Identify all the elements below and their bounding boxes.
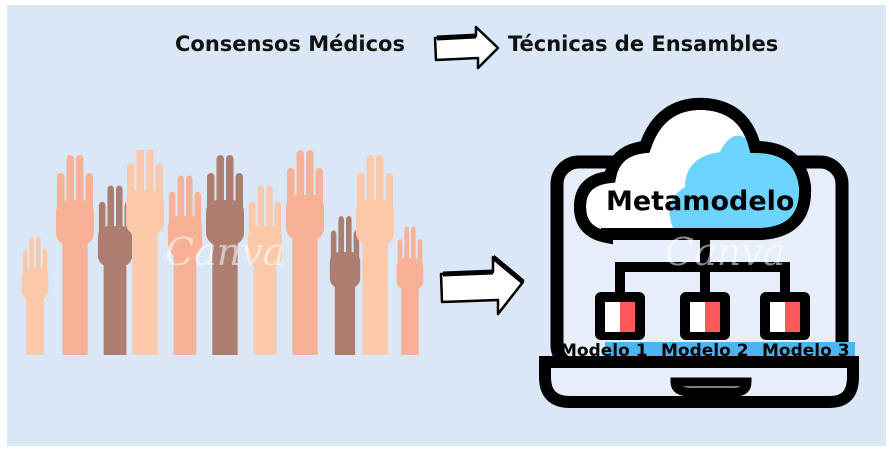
- hand: [167, 175, 203, 355]
- hand: [247, 185, 283, 355]
- hand: [126, 150, 164, 355]
- title-ensambles: Técnicas de Ensambles: [508, 32, 779, 56]
- hand: [396, 226, 424, 355]
- model-icon-3: [760, 292, 810, 340]
- watermark-left: Canva: [165, 230, 286, 274]
- arrow-icon: [439, 255, 525, 316]
- hand: [21, 236, 49, 355]
- title-arrow-icon: [433, 25, 500, 70]
- hand: [329, 216, 361, 355]
- hand: [97, 185, 133, 355]
- raised-hands-illustration: [21, 150, 424, 355]
- hand: [206, 155, 244, 355]
- model-label-3: Modelo 3: [762, 341, 850, 361]
- hand: [286, 150, 324, 355]
- model-label-1: Modelo 1: [560, 341, 648, 361]
- hand: [356, 155, 394, 355]
- title-consensos: Consensos Médicos: [175, 32, 405, 56]
- model-icon-2: [680, 292, 730, 340]
- hand: [56, 155, 94, 355]
- laptop-cloud-icon: [539, 97, 859, 408]
- watermark-right: Canva: [665, 230, 786, 274]
- model-label-2: Modelo 2: [661, 341, 749, 361]
- metamodelo-label: Metamodelo: [606, 186, 795, 217]
- model-icon-1: [595, 292, 645, 340]
